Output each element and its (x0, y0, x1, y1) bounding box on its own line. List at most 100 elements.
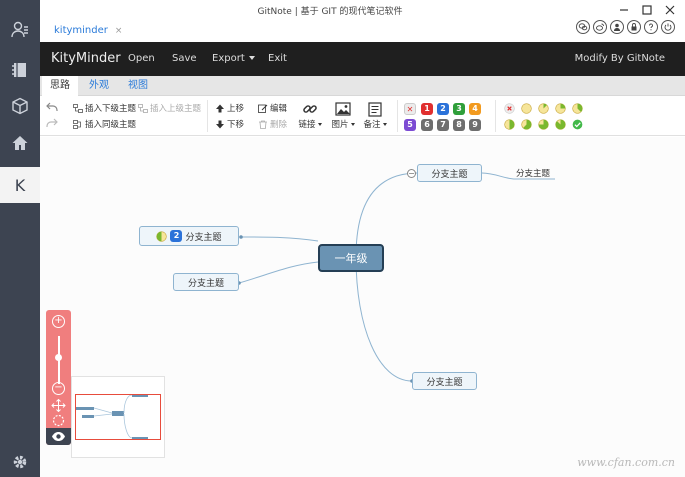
tab-kityminder[interactable]: kityminder × (44, 17, 122, 42)
zoom-in-icon[interactable]: + (52, 315, 65, 328)
priority-1-icon[interactable]: 1 (421, 103, 433, 115)
weibo-icon[interactable] (593, 20, 607, 34)
progress-2-icon[interactable] (555, 103, 566, 114)
progress-0-icon[interactable] (521, 103, 532, 114)
branch-topic-bottom-right[interactable]: 分支主题 (412, 372, 477, 390)
progress-clear-icon[interactable] (504, 103, 515, 114)
branch-topic-left-top[interactable]: 2 分支主题 (139, 226, 239, 246)
menu-export[interactable]: Export (212, 53, 255, 64)
sub-topic[interactable]: 分支主题 (516, 169, 551, 179)
redo-button[interactable] (46, 118, 58, 128)
ribbon-toolbar: 插入下级主题 插入上级主题 插入同级主题 上移 下移 编辑 删除 链接 图片 备… (40, 96, 685, 136)
cube-icon (12, 97, 28, 115)
locate-center-icon[interactable] (51, 414, 66, 427)
note-button[interactable]: 备注 (361, 100, 389, 130)
maximize-icon[interactable] (640, 4, 654, 18)
collapse-toggle-icon[interactable]: − (407, 169, 416, 178)
branch-topic-left-bottom[interactable]: 分支主题 (173, 273, 239, 291)
insert-parent-button[interactable]: 插入上级主题 (138, 102, 201, 114)
progress-6-icon[interactable] (538, 119, 549, 130)
chevron-down-icon (350, 123, 355, 126)
insert-sibling-label: 插入同级主题 (85, 120, 137, 130)
share-icons (576, 20, 675, 34)
priority-7-icon[interactable]: 7 (437, 119, 449, 131)
image-label: 图片 (331, 120, 349, 130)
insert-child-button[interactable]: 插入下级主题 (73, 102, 136, 114)
close-window-icon[interactable] (663, 4, 677, 18)
progress-done-icon[interactable] (572, 119, 583, 130)
progress-4-icon[interactable] (504, 119, 515, 130)
sidebar-kityminder-button[interactable]: K (0, 167, 40, 203)
minimap-viewport[interactable] (75, 394, 161, 440)
image-button[interactable]: 图片 (329, 100, 357, 130)
chevron-down-icon (382, 123, 387, 126)
tab-close-icon[interactable]: × (114, 25, 123, 36)
insert-parent-label: 插入上级主题 (150, 104, 202, 114)
delete-button[interactable]: 删除 (258, 118, 287, 130)
tab-view[interactable]: 视图 (128, 80, 148, 91)
tab-idea[interactable]: 思路 (42, 76, 78, 96)
move-down-button[interactable]: 下移 (215, 118, 244, 130)
sidebar-home-button[interactable] (0, 125, 40, 161)
move-up-button[interactable]: 上移 (215, 102, 244, 114)
user-icon (11, 21, 28, 38)
sidebar-notebook-button[interactable] (0, 52, 40, 88)
notebook-icon (12, 63, 26, 77)
arrow-up-icon (216, 104, 224, 112)
menu-exit[interactable]: Exit (268, 53, 287, 64)
power-icon[interactable] (661, 20, 675, 34)
sidebar-settings-button[interactable] (0, 444, 40, 477)
priority-4-icon[interactable]: 4 (469, 103, 481, 115)
move-down-label: 下移 (227, 120, 245, 130)
move-arrows-icon[interactable] (51, 399, 66, 412)
priority-clear-icon[interactable]: ✕ (404, 103, 416, 115)
progress-7-icon[interactable] (555, 119, 566, 130)
lock-icon[interactable] (627, 20, 641, 34)
root-topic[interactable]: 一年级 (318, 244, 384, 272)
zoom-out-icon[interactable]: − (52, 382, 65, 395)
priority-8-icon[interactable]: 8 (453, 119, 465, 131)
insert-child-icon (73, 103, 83, 113)
link-button[interactable]: 链接 (296, 100, 324, 130)
zoom-slider-handle[interactable] (55, 354, 62, 361)
progress-3-icon[interactable] (572, 103, 583, 114)
branch-topic-top-right[interactable]: 分支主题 (417, 164, 482, 182)
priority-3-icon[interactable]: 3 (453, 103, 465, 115)
watermark: www.cfan.com.cn (577, 456, 675, 469)
menu-export-label: Export (212, 53, 245, 64)
minimize-icon[interactable] (617, 4, 631, 18)
priority-2-icon[interactable]: 2 (437, 103, 449, 115)
priority-6-icon[interactable]: 6 (421, 119, 433, 131)
mindmap-connectors (237, 172, 555, 383)
ribbon-tabs: 思路 外观 视图 (40, 76, 685, 96)
chevron-down-icon (248, 56, 255, 60)
toolbar-separator (207, 100, 208, 132)
tab-appearance[interactable]: 外观 (89, 80, 109, 91)
wechat-icon[interactable] (576, 20, 590, 34)
zoom-panel: + − (46, 310, 71, 445)
menu-open[interactable]: Open (128, 53, 155, 64)
sidebar-user-button[interactable] (0, 12, 40, 48)
insert-sibling-icon (73, 119, 81, 129)
kityminder-k-icon: K (14, 175, 26, 195)
edit-button[interactable]: 编辑 (258, 102, 287, 114)
priority-5-icon[interactable]: 5 (404, 119, 416, 131)
priority-9-icon[interactable]: 9 (469, 119, 481, 131)
gear-icon (13, 455, 27, 469)
progress-1-icon[interactable] (538, 103, 549, 114)
minimap[interactable] (71, 376, 165, 458)
note-icon (368, 101, 382, 117)
link-icon (303, 105, 317, 113)
arrow-down-icon (216, 120, 224, 128)
brand-title: KityMinder (51, 51, 121, 66)
user-profile-icon[interactable] (610, 20, 624, 34)
insert-sibling-button[interactable]: 插入同级主题 (73, 118, 136, 130)
minimap-toggle-button[interactable] (46, 428, 71, 445)
undo-button[interactable] (46, 102, 58, 112)
progress-5-icon[interactable] (521, 119, 532, 130)
note-label: 备注 (363, 120, 381, 130)
minimap-preview (76, 394, 148, 440)
sidebar-box-button[interactable] (0, 88, 40, 124)
help-icon[interactable] (644, 20, 658, 34)
menu-save[interactable]: Save (172, 53, 197, 64)
